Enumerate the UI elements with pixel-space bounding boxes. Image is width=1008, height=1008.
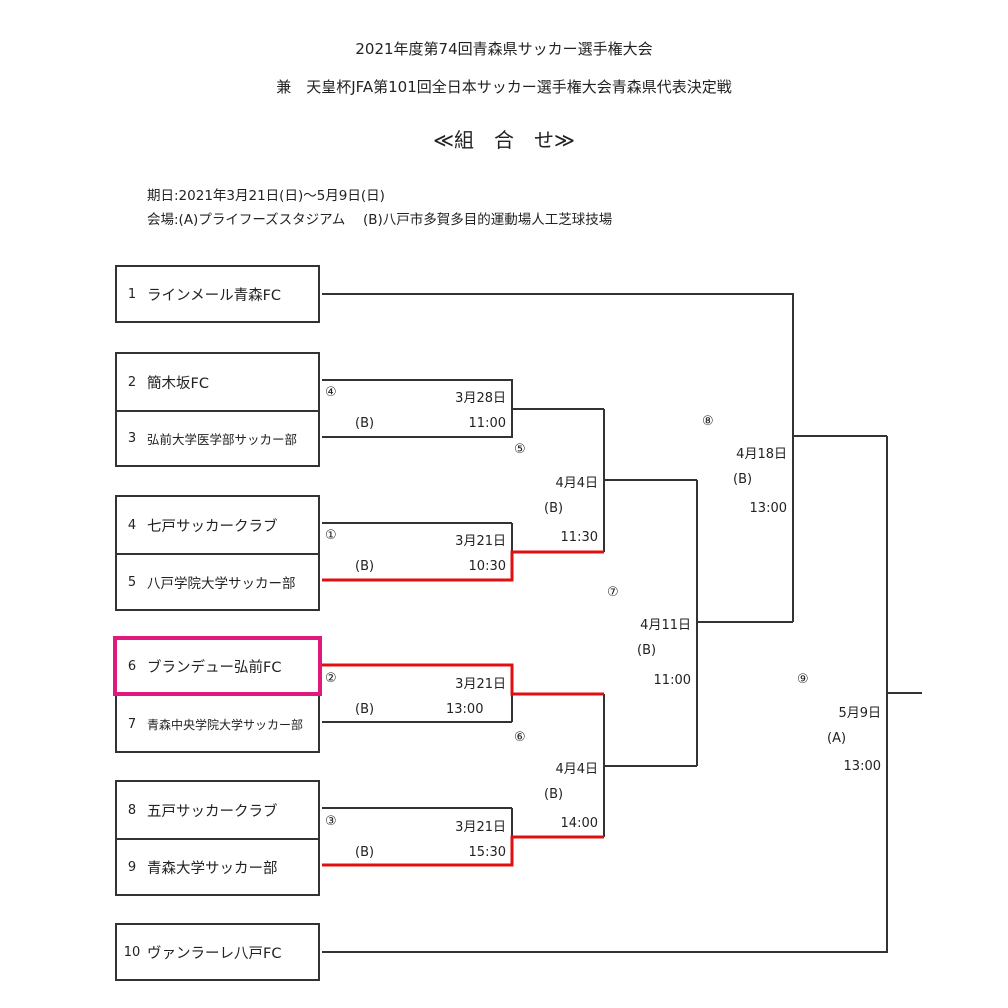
title-line-1: 2021年度第74回青森県サッカー選手権大会 [355,40,653,58]
match-time: 11:00 [653,673,691,688]
match-number: ④ [325,385,337,400]
match-number: ⑥ [514,730,526,745]
match-time: 13:00 [749,501,787,516]
match-date: 4月4日 [555,762,598,777]
match-date: 3月21日 [455,534,506,549]
title-line-2: 兼 天皇杯JFA第101回全日本サッカー選手権大会青森県代表決定戦 [276,78,732,96]
match-date: 4月11日 [640,618,691,633]
team-name: 簡木坂FC [147,375,209,392]
match-date: 4月18日 [736,447,787,462]
match-time: 13:00 [843,759,881,774]
team-box-1: 1 ラインメール青森FC [115,265,320,323]
team-name: 八戸学院大学サッカー部 [147,576,296,592]
match-date: 3月21日 [455,677,506,692]
match-time: 15:30 [468,845,506,860]
match-number: ⑧ [702,414,714,429]
match-number: ② [325,671,337,686]
team-box-10: 10 ヴァンラーレ八戸FC [115,923,320,981]
venues: 会場:(A)プライフーズスタジアム (B)八戸市多賀多目的運動場人工芝球技場 [147,212,613,228]
team-name: ラインメール青森FC [147,287,282,304]
match-venue: (B) [355,845,375,860]
match-number: ① [325,528,337,543]
team-seed: 5 [127,574,137,590]
match-time: 11:30 [560,530,598,545]
team-seed: 2 [127,374,137,390]
match-venue: (B) [544,787,564,802]
match-venue: (B) [355,559,375,574]
match-time: 14:00 [560,816,598,831]
match-venue: (B) [355,416,375,431]
team-name: 七戸サッカークラブ [147,518,278,535]
team-seed: 9 [127,859,137,875]
team-seed: 3 [127,431,137,446]
match-time: 11:00 [468,416,506,431]
match-venue: (B) [355,702,375,717]
page-title: ≪組 合 せ≫ [433,128,575,152]
team-name: 青森中央学院大学サッカー部 [147,718,304,732]
match-venue: (A) [827,731,847,746]
match-number: ⑤ [514,442,526,457]
team-box-2-3: 2 簡木坂FC 3 弘前大学医学部サッカー部 [115,352,320,467]
team-seed: 7 [127,717,137,732]
match-date: 3月21日 [455,820,506,835]
team-seed: 10 [123,944,141,960]
match-date: 5月9日 [838,706,881,721]
highlighted-team-box-6: 6 ブランデュー弘前FC [113,636,322,696]
match-date: 4月4日 [555,476,598,491]
match-number: ⑨ [797,672,809,687]
team-name: 五戸サッカークラブ [147,803,278,820]
schedule-dates: 期日:2021年3月21日(日)～5月9日(日) [147,188,385,204]
match-time: 10:30 [468,559,506,574]
team-seed: 4 [127,517,137,533]
match-time: 13:00 [446,702,484,717]
match-date: 3月28日 [455,391,506,406]
match-venue: (B) [637,643,657,658]
team-seed: 6 [127,658,137,674]
match-venue: (B) [544,501,564,516]
match-number: ⑦ [607,585,619,600]
match-venue: (B) [733,472,753,487]
team-seed: 1 [127,286,137,302]
team-box-8-9: 8 五戸サッカークラブ 9 青森大学サッカー部 [115,780,320,896]
team-name: ヴァンラーレ八戸FC [147,945,282,962]
team-name: 弘前大学医学部サッカー部 [147,432,298,447]
team-box-4-5: 4 七戸サッカークラブ 5 八戸学院大学サッカー部 [115,495,320,611]
match-number: ③ [325,814,337,829]
team-name: ブランデュー弘前FC [147,659,282,676]
team-seed: 8 [127,802,137,818]
team-name: 青森大学サッカー部 [147,860,278,877]
